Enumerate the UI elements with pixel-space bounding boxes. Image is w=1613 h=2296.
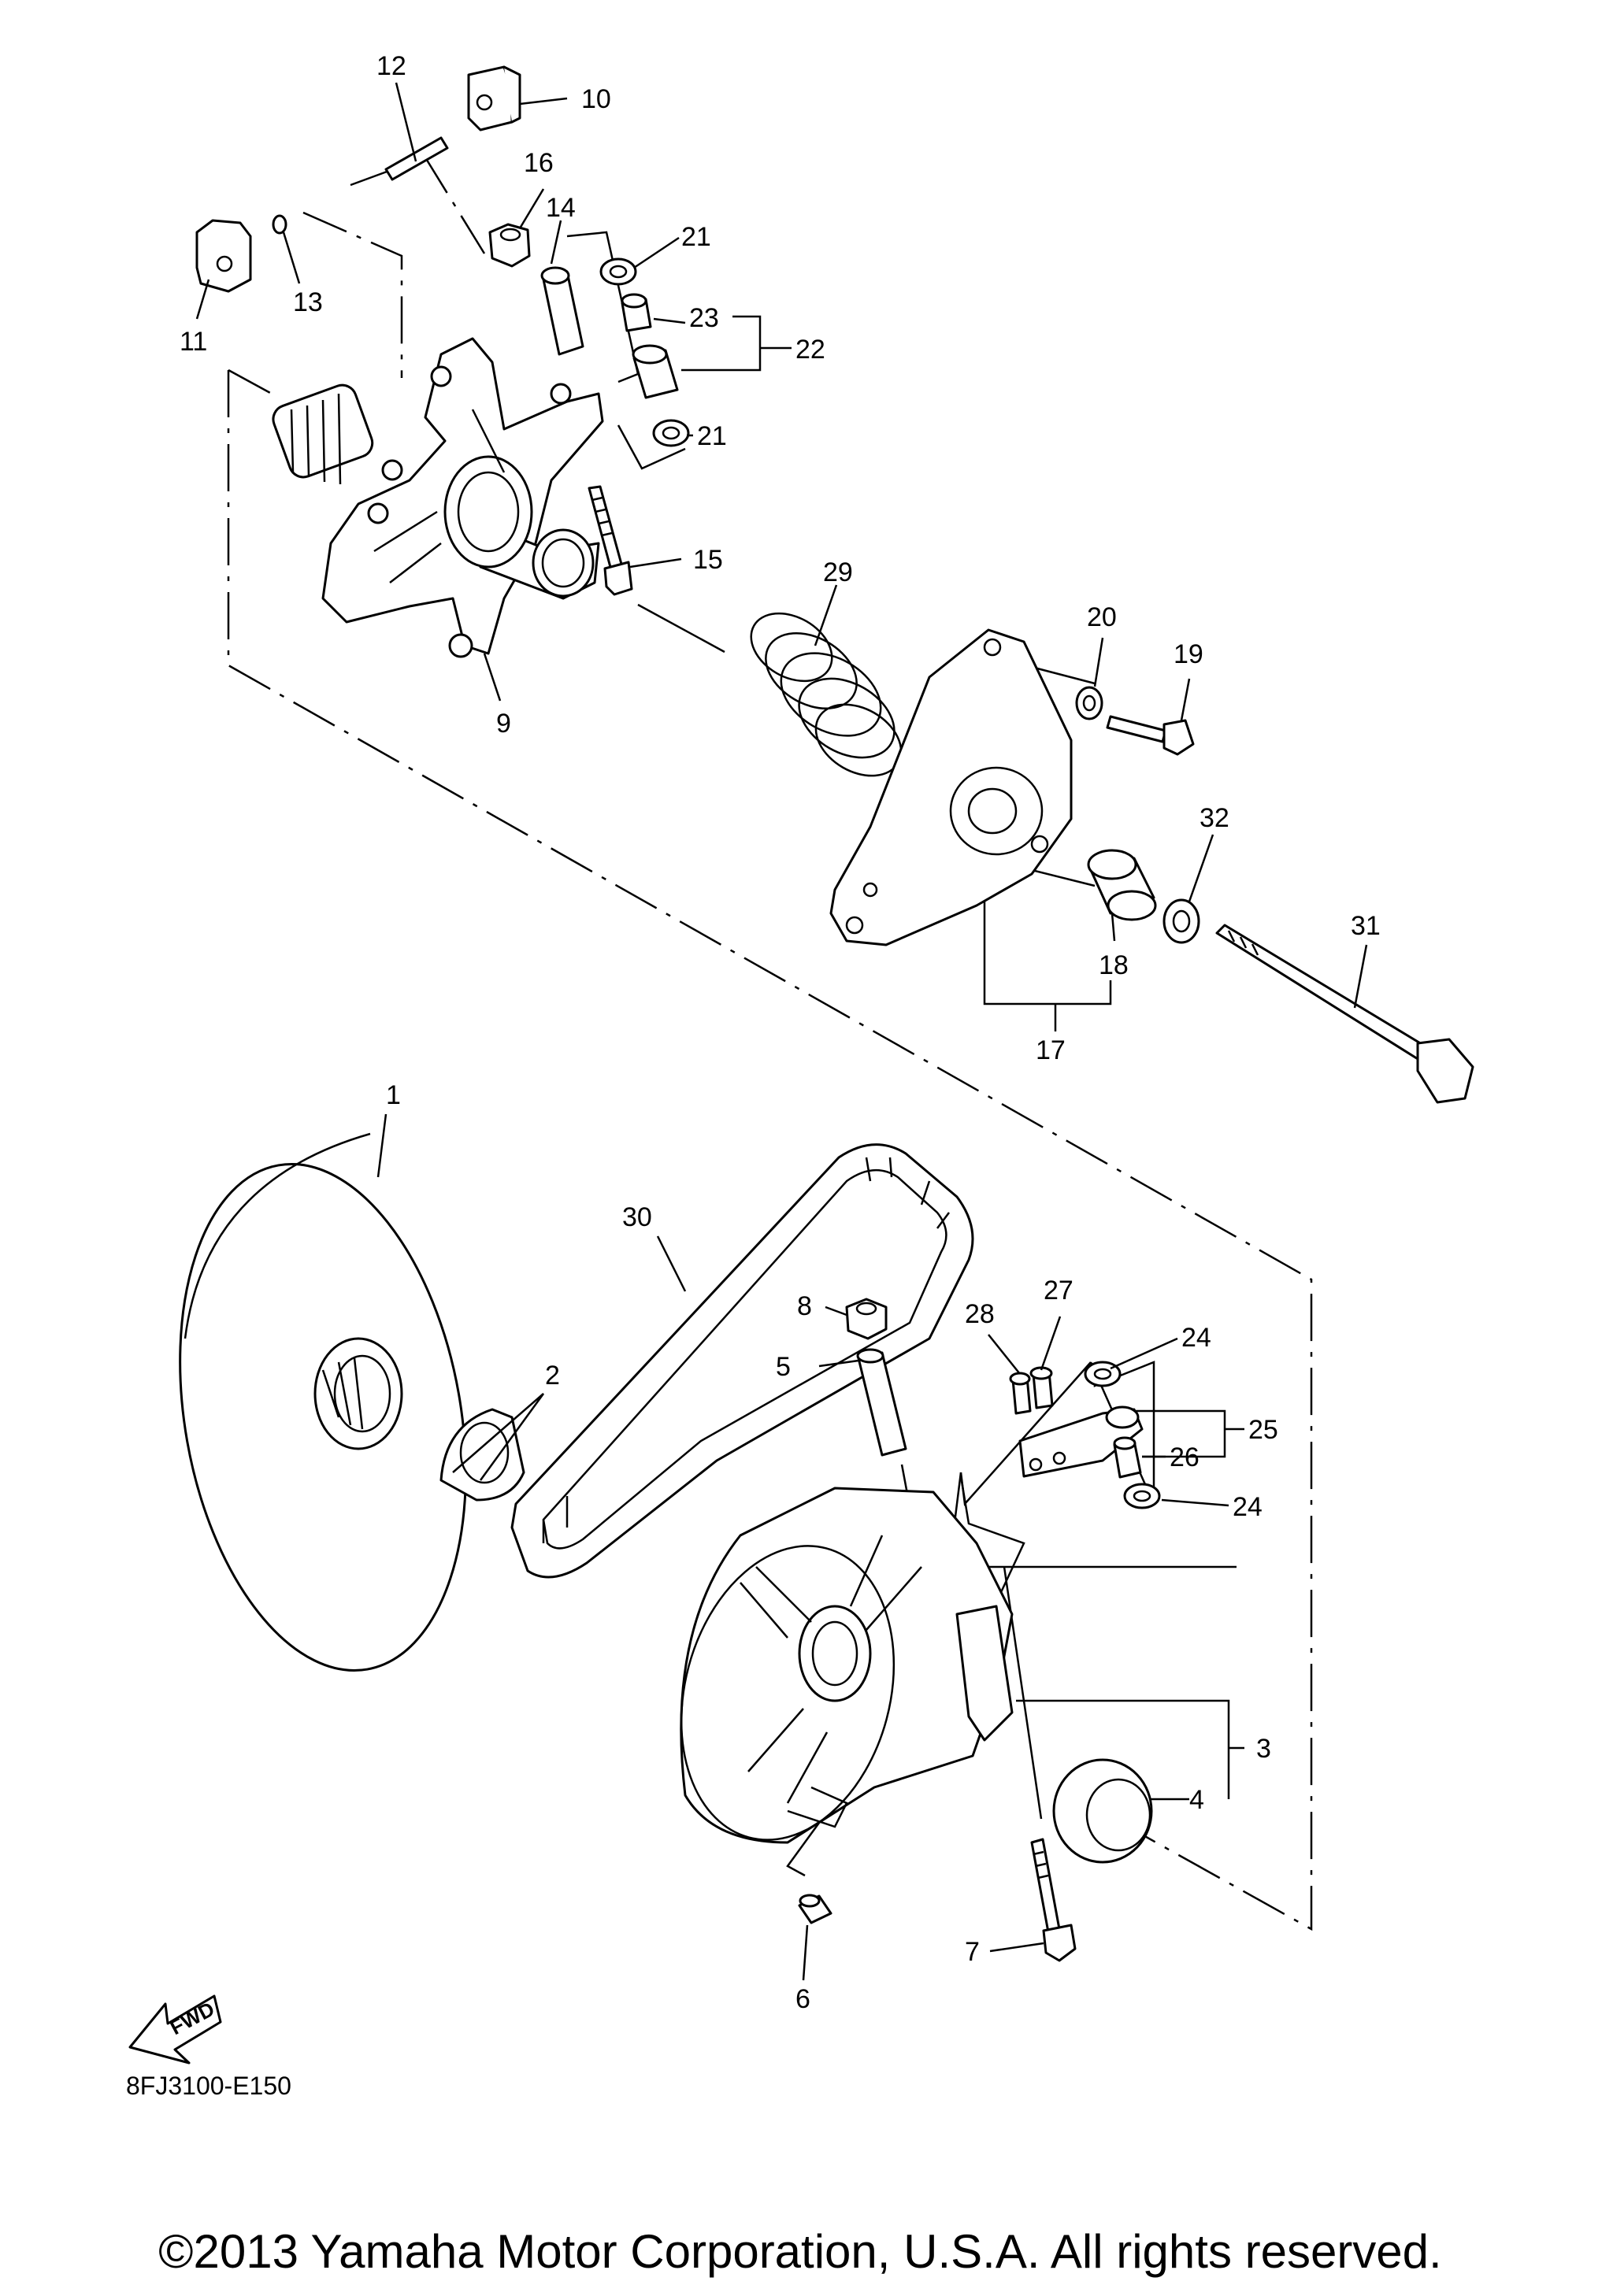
callout-14: 14 [546, 193, 576, 223]
callout-29: 29 [823, 557, 853, 587]
callout-1: 1 [386, 1080, 401, 1110]
callout-20: 20 [1087, 602, 1117, 632]
part-26-bushing [1113, 1436, 1142, 1479]
part-21-washer-top [599, 257, 637, 286]
callout-18: 18 [1099, 950, 1129, 980]
part-9-spider-hub [272, 337, 604, 658]
part-23-bushing [621, 293, 652, 332]
part-29-spring [750, 612, 903, 777]
drawing-code: 8FJ3100-E150 [126, 2072, 291, 2100]
callout-9: 9 [496, 709, 511, 739]
callout-13: 13 [293, 287, 323, 317]
part-16-nut [488, 223, 531, 268]
callout-2: 2 [545, 1361, 560, 1391]
callout-10: 10 [581, 84, 611, 114]
callout-4: 4 [1189, 1785, 1204, 1815]
callout-3: 3 [1256, 1734, 1271, 1764]
part-15-bolt [588, 485, 633, 596]
part-8-nut [845, 1298, 888, 1340]
callout-7: 7 [965, 1937, 980, 1967]
part-18-bushing [1087, 849, 1157, 921]
callout-17: 17 [1036, 1035, 1066, 1065]
fwd-arrow-icon: FWD [128, 1994, 222, 2065]
part-31-long-bolt [1215, 924, 1474, 1104]
part-4-bushing [1052, 1758, 1153, 1864]
callout-labels: 1 2 3 4 5 6 7 8 9 10 11 12 13 14 15 16 1… [180, 51, 1381, 2014]
part-7-bolt [1030, 1838, 1077, 1962]
callout-12: 12 [376, 51, 406, 81]
callout-19: 19 [1174, 639, 1203, 669]
callout-8: 8 [797, 1291, 812, 1321]
part-19-bolt [1106, 715, 1195, 756]
part-11-weight-block [195, 219, 252, 293]
callout-25: 25 [1248, 1415, 1278, 1445]
part-12-pin [384, 136, 449, 181]
part-1-sheave [179, 1132, 467, 1672]
callout-21-bottom: 21 [697, 421, 727, 451]
part-5-collar [856, 1348, 907, 1457]
part-22-roller [632, 344, 679, 399]
callout-16: 16 [524, 148, 554, 178]
callout-30: 30 [622, 1202, 652, 1232]
callout-24-bottom: 24 [1233, 1492, 1263, 1522]
callout-27: 27 [1044, 1276, 1073, 1305]
part-32-washer [1162, 898, 1200, 944]
part-20-washer [1075, 686, 1103, 720]
callout-23: 23 [689, 303, 719, 333]
part-6-plug [798, 1894, 832, 1924]
part-30-drive-belt [510, 1143, 974, 1579]
part-28-rivet [1009, 1372, 1032, 1415]
part-14-collar [540, 266, 584, 356]
part-25-bracket [1018, 1405, 1144, 1478]
leader-lines [195, 82, 1368, 1981]
callout-26: 26 [1170, 1442, 1200, 1472]
copyright-notice: ©2013 Yamaha Motor Corporation, U.S.A. A… [158, 2225, 1441, 2278]
callout-6: 6 [795, 1984, 810, 2014]
part-2-split-bushing [439, 1408, 525, 1502]
part-27-rivet [1029, 1366, 1054, 1409]
part-24-washer-bottom [1123, 1483, 1161, 1509]
callout-11: 11 [180, 327, 207, 357]
part-13-clip [272, 214, 287, 235]
part-10-weight-block [467, 65, 521, 131]
callout-22: 22 [795, 335, 825, 365]
callout-15: 15 [693, 545, 723, 575]
callout-21-top: 21 [681, 222, 711, 252]
part-3-secondary-sheave [680, 1487, 1014, 1844]
callout-24-top: 24 [1181, 1323, 1211, 1353]
part-17-spring-cover [829, 628, 1073, 946]
callout-28: 28 [965, 1299, 995, 1329]
part-21-washer-bottom [652, 419, 690, 447]
callout-32: 32 [1200, 803, 1229, 833]
callout-5: 5 [776, 1352, 791, 1382]
callout-31: 31 [1351, 911, 1381, 941]
